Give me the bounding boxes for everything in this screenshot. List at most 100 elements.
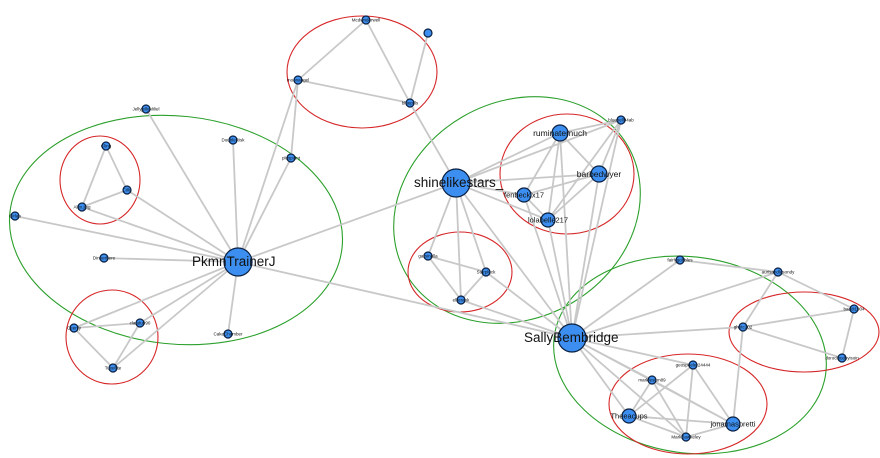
node-circle[interactable] [456,295,466,305]
node-aur[interactable]: aurisandlesondy [762,267,796,277]
node-rc[interactable]: dorocloudsyisoin [825,353,859,363]
edge-pkmn-h2 [139,261,239,324]
node-circle[interactable] [621,408,637,424]
node-circle[interactable] [293,75,303,85]
node-fen[interactable]: fenbeckix17 [504,187,544,203]
edge-thee-mark2 [628,415,687,438]
edge-shine-blue [455,119,622,184]
node-circle[interactable] [223,247,253,277]
node-c2[interactable]: Cillu [122,185,132,195]
edge-c1-c3 [81,145,107,208]
node-circle[interactable] [551,124,569,142]
node-jelly[interactable]: JellyjellyMiliel [132,104,160,114]
node-dot1[interactable] [423,28,433,38]
edge-pkmn-sally [237,261,573,339]
node-circle[interactable] [10,211,20,221]
node-circle[interactable] [122,185,132,195]
node-circle[interactable] [557,323,587,353]
node-circle[interactable] [647,375,657,385]
node-cake[interactable]: CakeChamber [213,329,243,339]
node-circle[interactable] [423,28,433,38]
node-circle[interactable] [228,135,238,145]
node-circle[interactable] [540,212,556,228]
node-circle[interactable] [688,360,698,370]
node-circle[interactable] [681,432,691,442]
node-mark1[interactable]: markfeston89 [638,375,666,385]
node-circle[interactable] [675,255,685,265]
edge-g1-g2 [427,255,487,273]
node-sdot[interactable]: Mcdwnderwell [352,15,381,25]
node-thee[interactable]: Theeacups [610,408,648,424]
node-circle[interactable] [361,15,371,25]
node-pkmn[interactable]: PkmnTrainerJ [192,247,276,277]
node-circle[interactable] [590,165,608,183]
node-sally[interactable]: SallyBembridge [524,323,619,353]
node-c3[interactable]: Alex.jing [73,202,91,212]
node-blank[interactable]: bluepills [402,98,419,108]
node-ra[interactable]: ghotc202 [734,322,753,332]
node-lola[interactable]: lolabelle217 [528,212,568,228]
edge-shine-barb [455,173,600,184]
node-h1[interactable]: Ceenly [67,323,82,333]
node-circle[interactable] [135,318,145,328]
node-circle[interactable] [773,267,783,277]
node-mark2[interactable]: MarkBawkeley [671,432,701,442]
node-label: SallyBembridge [524,330,619,345]
edge-blue-lola [547,119,622,221]
node-rb[interactable]: baddi1904 [843,304,865,314]
node-circle[interactable] [441,168,471,198]
node-circle[interactable] [141,104,151,114]
node-h2[interactable]: claudu990 [130,318,151,328]
node-rumin[interactable]: ruminatemuch [533,124,587,142]
node-circle[interactable] [481,267,491,277]
node-gs[interactable]: geospeeler24444 [676,360,711,370]
node-circle[interactable] [849,304,859,314]
node-g2[interactable]: Starpluck [477,267,497,277]
node-g3[interactable]: ellierank [453,295,471,305]
node-circle[interactable] [286,153,296,163]
node-dinn[interactable]: Dinnerhere [93,253,116,263]
node-circle[interactable] [738,322,748,332]
node-circle[interactable] [99,253,109,263]
node-c1[interactable]: Cling [101,141,112,151]
node-circle[interactable] [69,323,79,333]
edge-sally-gs [571,337,694,366]
node-barb[interactable]: barbedwyer [577,165,622,183]
node-circle[interactable] [101,141,111,151]
node-left[interactable]: Cirlan [9,211,21,221]
node-circle[interactable] [405,98,415,108]
edge-rb-rc [841,308,855,359]
community-ring-bottom [608,353,768,455]
edge-pkmn-jelly [145,108,239,263]
node-label: shinelikestars_ [414,175,504,190]
node-jon[interactable]: jonamaspretti [709,416,756,432]
node-circle[interactable] [108,363,118,373]
node-circle[interactable] [516,187,532,203]
edge-sally-barb [571,173,600,339]
edge-blank-shine [409,102,457,184]
node-circle[interactable] [837,353,847,363]
node-circle[interactable] [223,329,233,339]
node-label: pluspoint [282,156,301,161]
node-moon[interactable]: moonangel [287,75,309,85]
node-dovi[interactable]: DoubleRisk [221,135,245,145]
edge-thee-jon [628,415,734,425]
edge-pkmn-h1 [73,261,239,329]
edge-moon-sdot [297,19,367,81]
community-rings [8,15,880,455]
node-circle[interactable] [616,115,626,125]
node-circle[interactable] [77,202,87,212]
node-label: barbedwyer [577,169,622,179]
node-plus[interactable]: pluspoint [282,153,301,163]
edge-moon-plus [290,79,299,159]
node-fair[interactable]: fairlygobbles [667,255,693,265]
node-shine[interactable]: shinelikestars_ [414,168,504,198]
node-blue[interactable]: bluebell94ab [608,115,634,125]
node-h3[interactable]: Tuxellite [105,363,122,373]
node-label: Theeacups [610,412,647,421]
node-circle[interactable] [423,251,433,261]
node-g1[interactable]: garsinella [418,251,438,261]
node-circle[interactable] [725,416,741,432]
node-label: Mcdwnderwell [352,18,381,23]
